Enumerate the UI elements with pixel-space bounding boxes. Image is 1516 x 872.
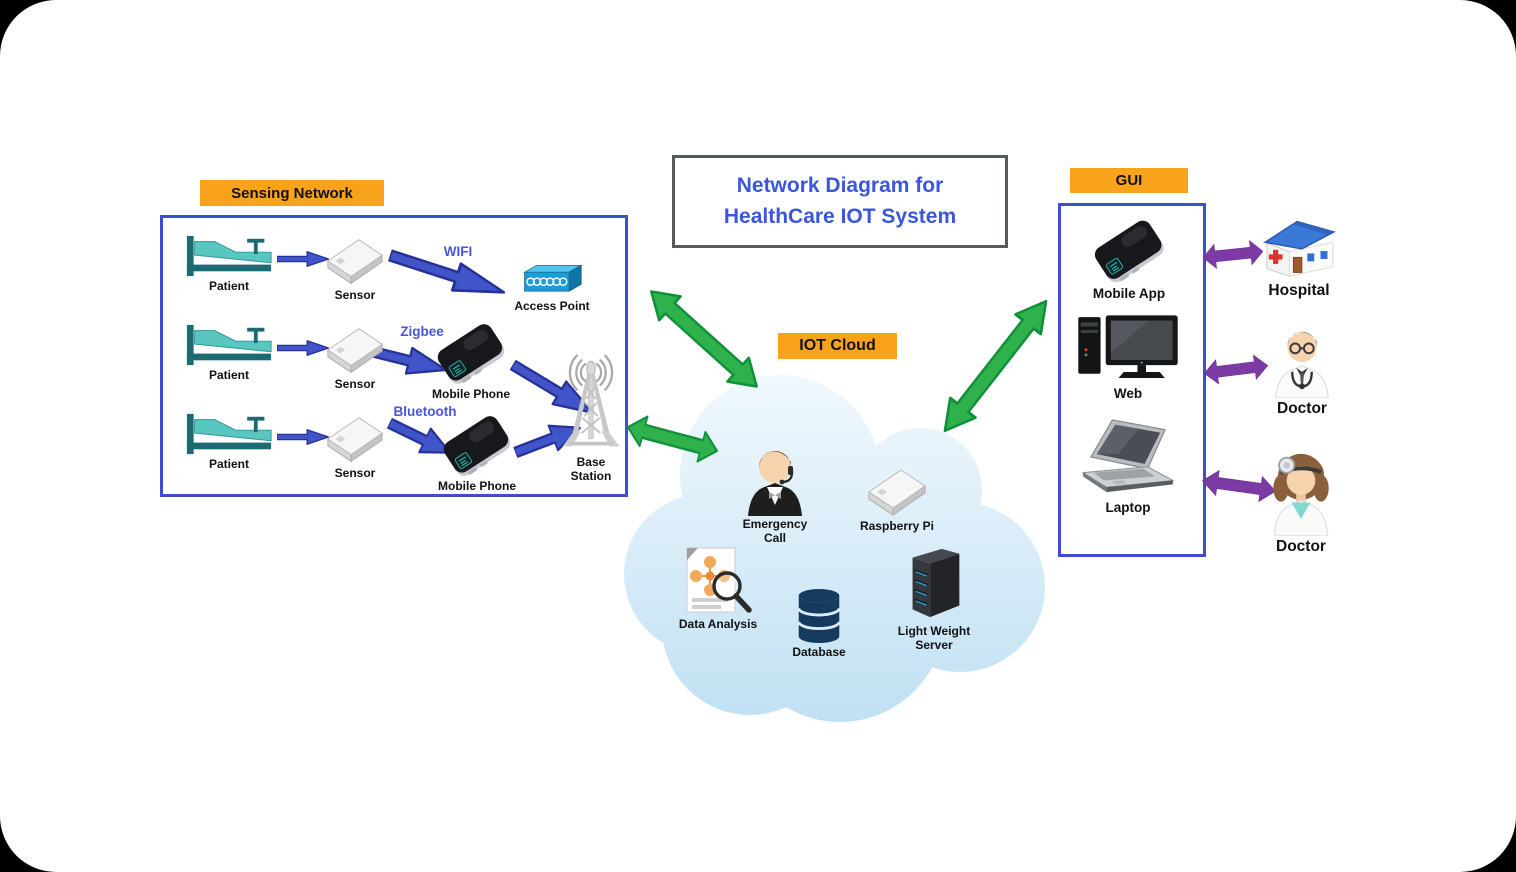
sensor-1: Sensor: [324, 237, 386, 303]
sensor-label: Sensor: [334, 466, 376, 480]
laptop-icon: [1081, 419, 1175, 493]
access-point: Access Point: [512, 262, 592, 314]
mobile-phone-2: Mobile Phone: [436, 414, 518, 494]
mobile-app-phone-icon: [1094, 220, 1164, 283]
access-point-icon: [522, 264, 583, 292]
patient-1: Patient: [183, 234, 275, 294]
sensor-3: Sensor: [324, 415, 386, 481]
sensing-network-label: Sensing Network: [200, 180, 384, 206]
base-station-tower-icon: [562, 354, 620, 447]
sensor-icon: [327, 417, 383, 463]
title-line1: Network Diagram for: [736, 174, 944, 198]
arrow-bluetooth: [386, 417, 451, 454]
database-cylinder-icon: [797, 588, 841, 644]
mobile-phone-label: Mobile Phone: [438, 479, 516, 493]
data-analysis-label: Data Analysis: [678, 617, 758, 631]
arrow-sensing-cloud-top: [650, 290, 758, 388]
base-station-label: Base Station: [570, 455, 612, 483]
hospital-label: Hospital: [1268, 282, 1330, 299]
web: Web: [1066, 312, 1190, 402]
mobile-phone-1: Mobile Phone: [430, 322, 512, 402]
database: Database: [791, 588, 847, 660]
doctor-2: Doctor: [1258, 450, 1344, 556]
light-weight-server-label: Light Weight Server: [897, 624, 971, 652]
sensor-icon: [327, 328, 383, 374]
sensing-network-box: [160, 215, 628, 497]
hospital: Hospital: [1256, 214, 1342, 300]
sensor-label: Sensor: [334, 288, 376, 302]
iot-cloud-label: IOT Cloud: [778, 333, 897, 359]
access-point-label: Access Point: [514, 299, 590, 313]
arrow-patient-sensor-3: [277, 429, 329, 445]
doctor-female-icon: [1273, 453, 1329, 536]
laptop: Laptop: [1072, 416, 1184, 516]
arrow-cloud-gui: [943, 299, 1048, 433]
server-tower-icon: [912, 548, 960, 618]
arrow-basestation-cloud: [627, 415, 718, 463]
arrow-web-doctor: [1203, 354, 1269, 385]
arrow-phone1-basestation: [509, 359, 594, 414]
patient-label: Patient: [208, 368, 249, 382]
raspberry-pi-label: Raspberry Pi: [859, 519, 935, 533]
hospital-bed-icon: [186, 235, 272, 277]
arrow-wifi: [386, 249, 506, 294]
title-line2: HealthCare IOT System: [723, 204, 957, 228]
protocol-label-bluetooth: Bluetooth: [393, 404, 457, 419]
mobile-phone-label: Mobile Phone: [432, 387, 510, 401]
diagram-title-box: Network Diagram for HealthCare IOT Syste…: [672, 155, 1008, 248]
patient-label: Patient: [208, 279, 249, 293]
patient-2: Patient: [183, 323, 275, 383]
desktop-computer-icon: [1078, 315, 1178, 378]
sensor-label: Sensor: [334, 377, 376, 391]
doctor-male-icon: [1275, 331, 1329, 398]
arrow-patient-sensor-1: [277, 251, 329, 267]
protocol-label-wifi: WIFI: [443, 244, 473, 259]
raspberry-pi: Raspberry Pi: [858, 468, 936, 534]
emergency-call-label: Emergency Call: [742, 517, 808, 545]
mobile-phone-icon: [443, 416, 511, 476]
emergency-call-operator-icon: [748, 451, 802, 516]
hospital-building-icon: [1263, 220, 1336, 277]
data-analysis: Data Analysis: [676, 546, 760, 632]
web-label: Web: [1113, 386, 1143, 401]
doctor-1: Doctor: [1262, 326, 1342, 418]
cloud-shape: [624, 375, 1045, 722]
protocol-label-zigbee: Zigbee: [400, 324, 444, 339]
gui-label: GUI: [1070, 168, 1188, 193]
database-label: Database: [792, 645, 846, 659]
gui-box: [1058, 203, 1206, 557]
doctor-label: Doctor: [1276, 538, 1326, 555]
light-weight-server: Light Weight Server: [896, 545, 972, 653]
sensor-2: Sensor: [324, 326, 386, 392]
hospital-bed-icon: [186, 324, 272, 366]
mobile-app: Mobile App: [1086, 218, 1172, 302]
arrow-patient-sensor-2: [277, 340, 329, 356]
doctor-label: Doctor: [1277, 400, 1327, 417]
patient-3: Patient: [183, 412, 275, 472]
base-station: Base Station: [556, 348, 626, 484]
raspberry-pi-board-icon: [868, 469, 926, 516]
patient-label: Patient: [208, 457, 249, 471]
laptop-label: Laptop: [1105, 500, 1151, 515]
sensor-icon: [327, 239, 383, 285]
arrow-mobileapp-hospital: [1202, 239, 1264, 270]
mobile-phone-icon: [437, 324, 505, 384]
emergency-call: Emergency Call: [733, 442, 817, 546]
hospital-bed-icon: [186, 413, 272, 455]
data-analysis-icon: [686, 547, 752, 613]
mobile-app-label: Mobile App: [1092, 286, 1166, 301]
